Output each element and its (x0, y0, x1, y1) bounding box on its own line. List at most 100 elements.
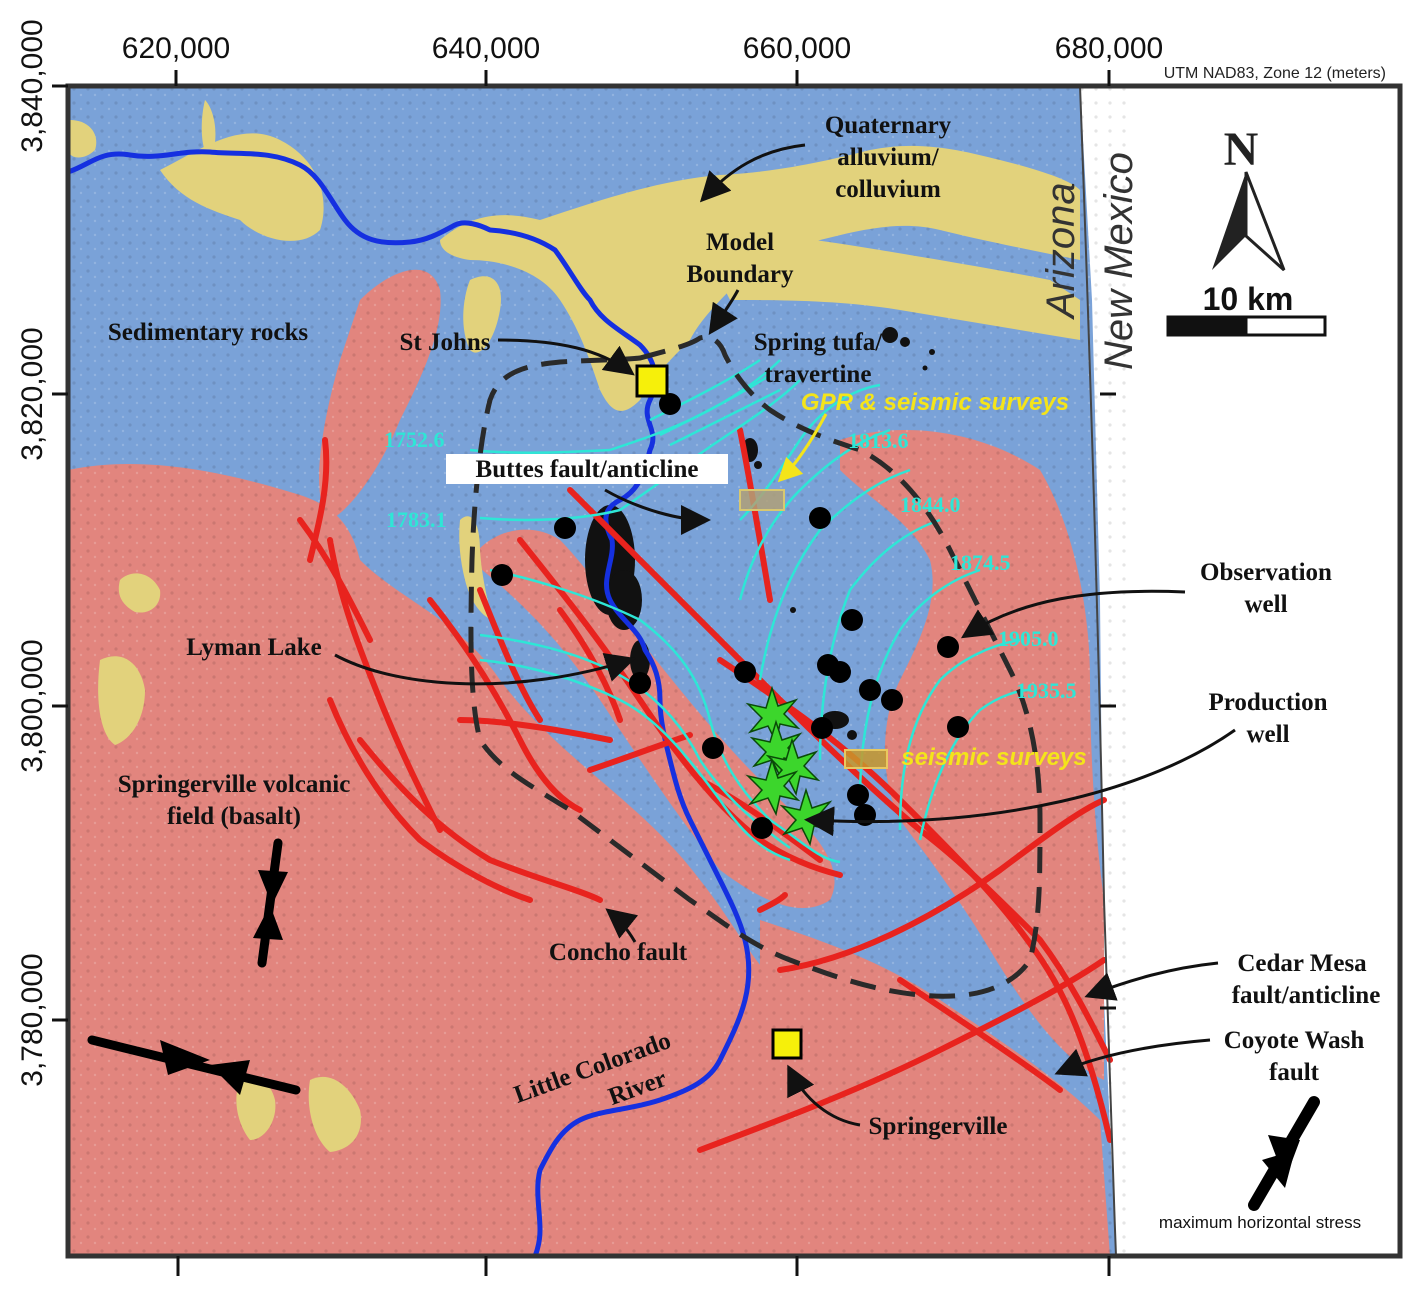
observation-well-dot (809, 507, 831, 529)
arrow-observation (960, 589, 1186, 639)
state-boundary-line (1079, 86, 1117, 1256)
contour-line-12 (818, 518, 941, 761)
label-concho-fault: Concho fault (549, 939, 688, 966)
state-label-new-mexico: New Mexico (1097, 152, 1141, 370)
contour-label: 1844.0 (900, 492, 961, 517)
fault-9 (567, 487, 1113, 1063)
observation-well-dot (947, 716, 969, 738)
contour-label: 1813.6 (848, 428, 909, 453)
label-seismic-surveys: seismic surveys (901, 744, 1086, 771)
arrow-st-johns (497, 338, 635, 376)
north-arrow-icon (1244, 171, 1286, 272)
production-well-star (745, 757, 801, 817)
fault-14 (587, 732, 693, 773)
observation-well-dot (554, 517, 576, 539)
observation-well-dot (859, 679, 881, 701)
contour-label: 1874.5 (950, 550, 1011, 575)
observation-well-dot (491, 564, 513, 586)
production-wells (745, 685, 835, 847)
label-model-boundary: Model (706, 229, 774, 256)
label-st-johns: St Johns (399, 329, 490, 356)
observation-well-dot (659, 393, 681, 415)
label-spring-tufa: travertine (765, 361, 872, 388)
label-production-well: well (1246, 721, 1289, 748)
y-tick-label: 3,800,000 (16, 639, 49, 772)
arrow-gpr-survey (777, 413, 828, 483)
label-lyman-lake: Lyman Lake (186, 634, 321, 661)
x-tick-label: 680,000 (1055, 32, 1163, 65)
alluvium-unit-mid (463, 276, 501, 353)
label-coyote-wash: Coyote Wash (1224, 1027, 1365, 1054)
arrow-production (804, 728, 1236, 837)
fault-10 (717, 657, 1113, 1143)
y-tick-label: 3,780,000 (16, 953, 49, 1086)
contour-label: 1783.1 (386, 507, 447, 532)
scale-bar-label: 10 km (1203, 281, 1294, 317)
gpr-survey-box (739, 489, 785, 511)
state-label-arizona: Arizona (1039, 182, 1083, 320)
x-axis-ticks (174, 70, 1111, 1276)
little-colorado-river (68, 149, 752, 1256)
fault-15 (697, 777, 823, 863)
label-quaternary: alluvium/ (837, 144, 939, 171)
arrow-lyman (334, 652, 636, 686)
alluvium-unit-north (440, 145, 1080, 411)
fault-19 (897, 977, 1063, 1093)
contour-line-6 (649, 358, 761, 422)
alluvium-unit-w (68, 120, 97, 158)
fault-17 (777, 797, 1107, 973)
contour-line-5 (479, 658, 791, 862)
contour-line-8 (669, 388, 781, 447)
scale-bar: 10 km (1166, 281, 1327, 337)
map-frame (65, 83, 1403, 1259)
stress-legend: maximum horizontal stress (1159, 1096, 1361, 1232)
fault-2 (307, 437, 330, 563)
contour-line-14 (898, 638, 1021, 831)
contour-line-10 (738, 428, 891, 601)
contour-label: 1905.0 (998, 626, 1059, 651)
fault-4 (327, 697, 533, 903)
observation-well-dot (702, 737, 724, 759)
contour-line-11 (758, 468, 911, 681)
observation-well-dot (734, 661, 756, 683)
label-coyote-wash: fault (1269, 1059, 1320, 1086)
fault-1 (327, 537, 443, 833)
faults (297, 427, 1113, 1153)
contour-label: 1935.5 (1016, 678, 1077, 703)
alluvium-unit-s2 (308, 1076, 361, 1152)
arrow-quaternary (699, 143, 806, 203)
observation-well-dot (847, 784, 869, 806)
y-axis-ticks (52, 84, 1116, 1022)
seismic-survey-box (844, 749, 888, 769)
fault-5 (357, 737, 603, 903)
stress-symbol-sw (87, 1035, 301, 1095)
stress-legend-icon (1268, 1135, 1300, 1180)
label-springerville-field: field (basalt) (167, 803, 301, 830)
buttes-fault-label-bg (446, 454, 728, 484)
label-spring-tufa: Spring tufa/ (754, 329, 884, 356)
fault-18 (697, 957, 1107, 1153)
stress-legend-label: maximum horizontal stress (1159, 1213, 1361, 1232)
observation-well-dot (881, 689, 903, 711)
st-johns-town-marker (635, 364, 669, 398)
label-observation-well: Observation (1200, 559, 1332, 586)
model-boundary (468, 334, 1043, 999)
label-model-boundary: Boundary (687, 261, 794, 288)
observation-well-dot (841, 609, 863, 631)
crs-label: UTM NAD83, Zone 12 (meters) (1164, 65, 1386, 82)
observation-well-dot (629, 672, 651, 694)
fault-7 (477, 587, 543, 723)
label-springerville-field: Springerville volcanic (118, 771, 351, 798)
fault-6 (427, 597, 583, 813)
fault-3 (297, 517, 373, 643)
contour-line-1 (469, 359, 781, 454)
north-arrow: N (1212, 123, 1286, 272)
alluvium-unit-sw2 (98, 656, 145, 745)
north-arrow-icon (1212, 172, 1246, 270)
label-buttes-fault: Buttes fault/anticline (476, 456, 699, 483)
contour-line-4 (479, 633, 791, 850)
x-tick-label: 660,000 (743, 32, 851, 65)
observation-wells (491, 393, 969, 839)
alluvium-unit-sw1 (118, 573, 161, 613)
north-arrow-letter: N (1224, 123, 1259, 176)
